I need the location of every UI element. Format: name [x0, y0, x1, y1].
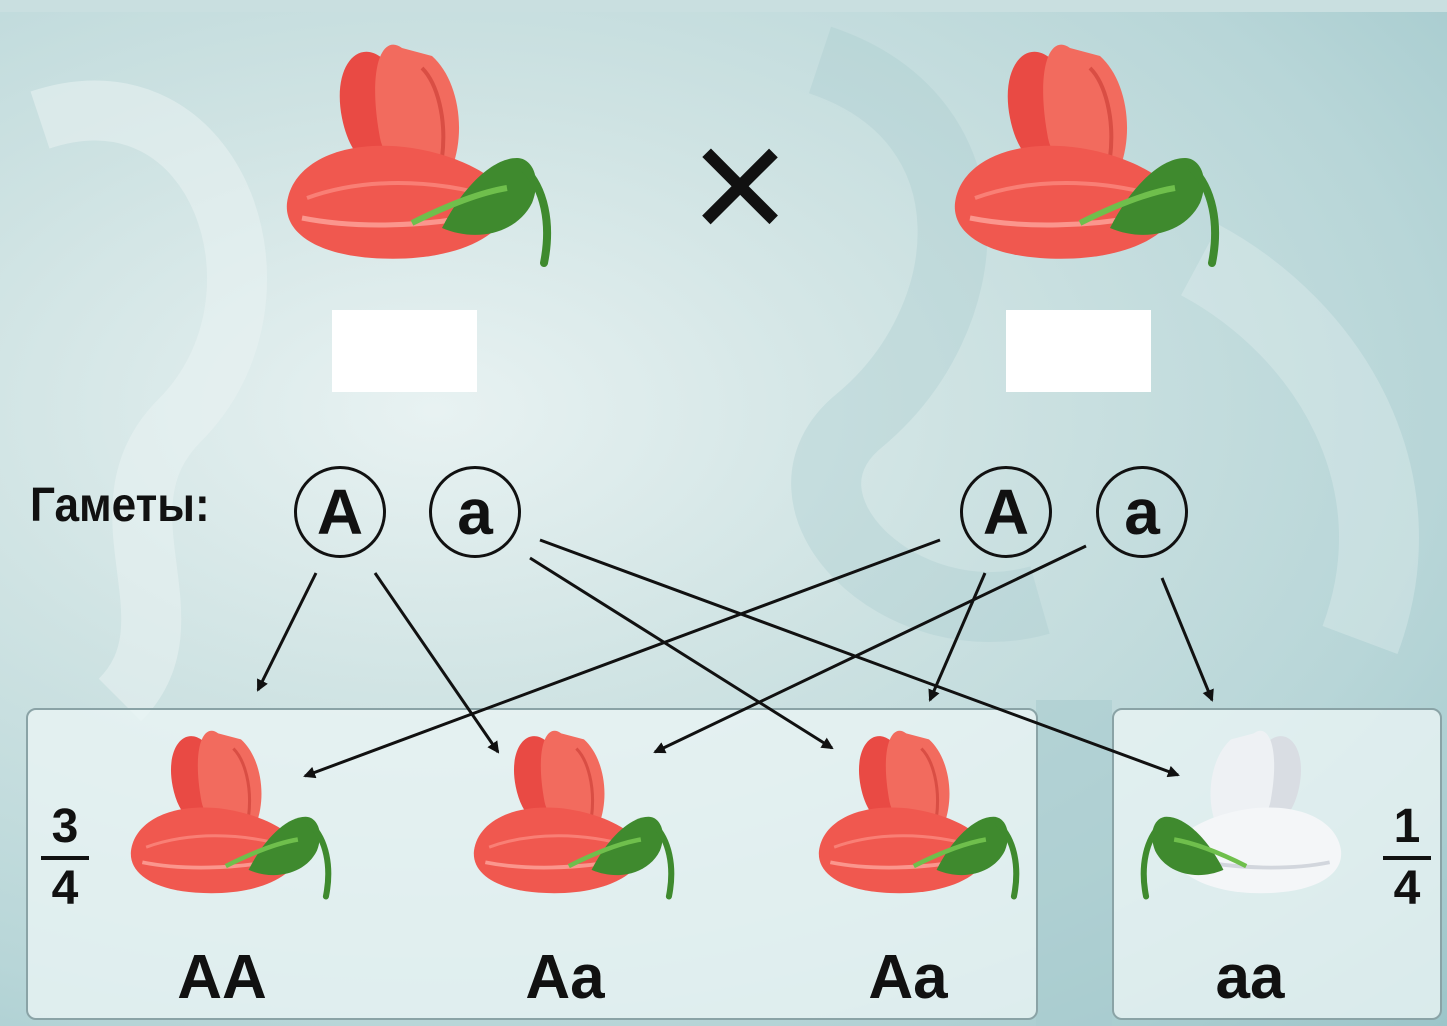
parent-left-red-pea-flower-icon [262, 28, 552, 278]
red-ratio-denominator: 4 [51, 862, 79, 915]
offspring-2-red-pea-flower-icon [455, 718, 675, 908]
offspring-3-genotype: Aa [868, 943, 948, 1012]
white-ratio-fraction: 1 4 [1382, 800, 1432, 916]
offspring-3-red-pea-flower-icon [800, 718, 1020, 908]
parent-right-red-pea-flower-icon [930, 28, 1220, 278]
gamete-left-dominant: A [294, 466, 386, 558]
white-ratio-denominator: 4 [1393, 862, 1421, 915]
red-ratio-numerator: 3 [51, 800, 79, 853]
white-ratio-numerator: 1 [1393, 800, 1421, 853]
gamete-left-recessive: a [429, 466, 521, 558]
gamete-right-dominant: A [960, 466, 1052, 558]
fraction-bar [41, 856, 89, 860]
offspring-4-white-pea-flower-icon [1140, 718, 1360, 908]
offspring-4-genotype: aa [1215, 943, 1285, 1012]
offspring-1-red-pea-flower-icon [112, 718, 332, 908]
fraction-bar [1383, 856, 1431, 860]
gamete-right-recessive: a [1096, 466, 1188, 558]
red-ratio-fraction: 3 4 [40, 800, 90, 916]
offspring-2-genotype: Aa [525, 943, 605, 1012]
gametes-label: Гаметы: [30, 479, 210, 532]
cross-symbol: × [690, 90, 790, 280]
parent-right-genotype-blank [1006, 310, 1151, 392]
parent-left-genotype-blank [332, 310, 477, 392]
offspring-1-genotype: AA [177, 943, 267, 1012]
